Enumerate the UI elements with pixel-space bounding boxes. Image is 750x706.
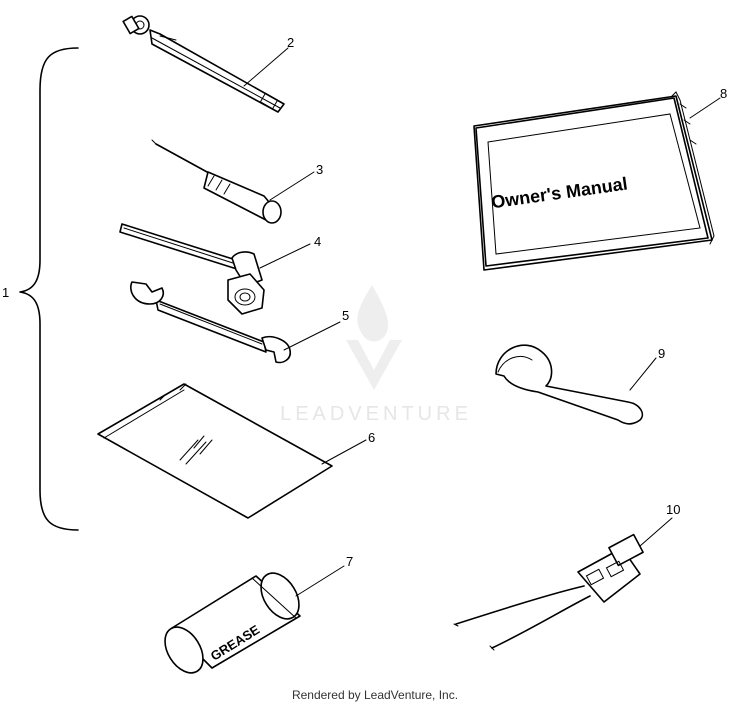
leader-5 xyxy=(283,321,341,351)
leader-10 xyxy=(639,517,673,547)
screwdriver xyxy=(151,139,282,224)
leader-2 xyxy=(243,47,289,87)
spanner-wrench xyxy=(495,344,644,425)
owners-manual: Owner's Manual xyxy=(473,91,715,271)
callout-9: 9 xyxy=(658,346,665,361)
grease-tube: GREASE xyxy=(164,572,301,674)
watermark-flame-icon xyxy=(357,285,389,342)
leader-9 xyxy=(629,357,657,391)
tool-bag xyxy=(97,383,333,519)
callout-6: 6 xyxy=(368,430,375,445)
callout-4: 4 xyxy=(314,234,321,249)
open-end-wrench xyxy=(130,281,292,364)
leader-8 xyxy=(689,97,721,119)
callout-2: 2 xyxy=(287,35,294,50)
footer-credit: Rendered by LeadVenture, Inc. xyxy=(291,688,459,702)
callout-10: 10 xyxy=(666,502,680,517)
callout-7: 7 xyxy=(346,554,353,569)
group-brace xyxy=(19,47,79,531)
callout-8: 8 xyxy=(720,86,727,101)
spark-plug-wrench xyxy=(119,223,265,315)
watermark-text: LEADVENTURE xyxy=(280,403,472,425)
leader-6 xyxy=(321,439,367,465)
leader-4 xyxy=(259,243,311,269)
leader-7 xyxy=(295,565,345,597)
callout-3: 3 xyxy=(316,162,323,177)
connector-harness xyxy=(453,533,644,651)
callout-1: 1 xyxy=(2,285,9,300)
watermark: LEADVENTURE xyxy=(280,285,472,425)
leader-3 xyxy=(269,171,315,201)
tire-gauge xyxy=(122,15,285,113)
watermark-v-icon xyxy=(346,340,402,390)
callout-5: 5 xyxy=(342,308,349,323)
